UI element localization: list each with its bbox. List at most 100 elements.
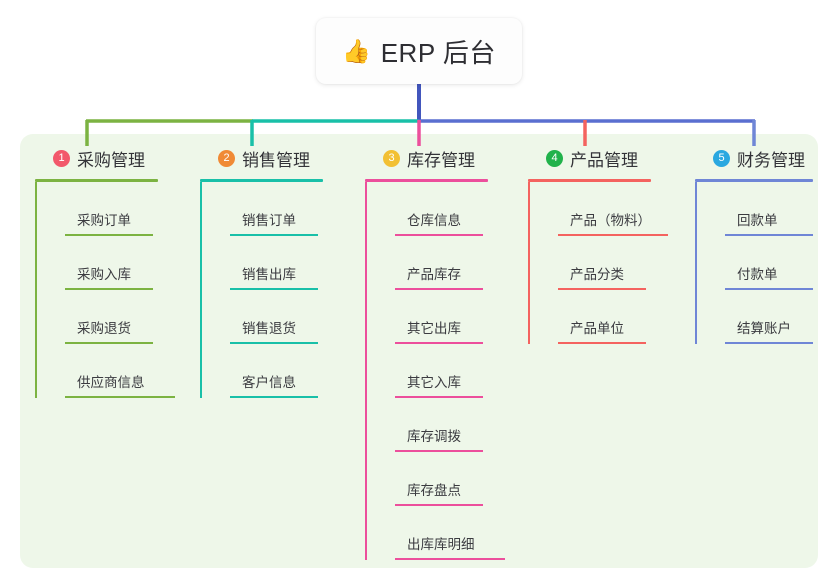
root-node-title: ERP 后台 — [380, 37, 496, 68]
leaf-item-underline — [395, 234, 483, 236]
category-header-5[interactable]: 5 财务管理 — [695, 146, 825, 170]
leaf-item[interactable]: 产品分类 — [558, 236, 678, 290]
leaf-item[interactable]: 采购退货 — [65, 290, 185, 344]
leaf-item[interactable]: 仓库信息 — [395, 182, 515, 236]
leaf-item[interactable]: 结算账户 — [725, 290, 825, 344]
leaf-item-label: 库存盘点 — [407, 483, 461, 498]
leaf-item-underline — [395, 342, 483, 344]
category-header-1[interactable]: 1 采购管理 — [35, 146, 185, 170]
category-title-2: 销售管理 — [242, 150, 310, 170]
leaf-item[interactable]: 出库库明细 — [395, 506, 515, 560]
category-title-1: 采购管理 — [77, 150, 145, 170]
leaf-item-underline — [65, 342, 153, 344]
leaf-item[interactable]: 销售订单 — [230, 182, 350, 236]
leaf-item-label: 其它出库 — [407, 321, 461, 336]
leaf-item-label: 采购订单 — [77, 213, 131, 228]
category-column-1: 1 采购管理采购订单采购入库采购退货供应商信息 — [35, 146, 185, 398]
leaf-item-underline — [395, 450, 483, 452]
category-underline-2 — [200, 179, 323, 182]
leaf-item-label: 销售退货 — [242, 321, 296, 336]
category-badge-5: 5 — [713, 149, 730, 167]
leaf-item[interactable]: 产品（物料） — [558, 182, 678, 236]
category-title-5: 财务管理 — [737, 150, 805, 170]
leaf-item-label: 付款单 — [737, 267, 778, 282]
root-node-card[interactable]: 👍 ERP 后台 — [316, 18, 522, 84]
category-header-3[interactable]: 3 库存管理 — [365, 146, 515, 170]
leaf-item-label: 出库库明细 — [407, 537, 475, 552]
leaf-item-label: 产品分类 — [570, 267, 624, 282]
category-header-4[interactable]: 4 产品管理 — [528, 146, 678, 170]
leaf-item[interactable]: 回款单 — [725, 182, 825, 236]
leaf-item[interactable]: 其它出库 — [395, 290, 515, 344]
leaf-item-label: 其它入库 — [407, 375, 461, 390]
leaf-item[interactable]: 采购入库 — [65, 236, 185, 290]
leaf-item-label: 仓库信息 — [407, 213, 461, 228]
leaf-item[interactable]: 供应商信息 — [65, 344, 185, 398]
leaf-item-underline — [230, 342, 318, 344]
leaf-item-label: 产品单位 — [570, 321, 624, 336]
category-title-3: 库存管理 — [407, 150, 475, 170]
leaf-item[interactable]: 其它入库 — [395, 344, 515, 398]
leaf-item-label: 产品（物料） — [570, 213, 651, 228]
leaf-item-underline — [725, 288, 813, 290]
leaf-item-label: 采购入库 — [77, 267, 131, 282]
leaf-item[interactable]: 销售退货 — [230, 290, 350, 344]
category-spine-1 — [35, 182, 37, 398]
category-spine-3 — [365, 182, 367, 560]
leaf-item[interactable]: 销售出库 — [230, 236, 350, 290]
leaf-item[interactable]: 产品单位 — [558, 290, 678, 344]
leaf-item-label: 采购退货 — [77, 321, 131, 336]
category-underline-5 — [695, 179, 813, 182]
category-column-5: 5 财务管理回款单付款单结算账户 — [695, 146, 825, 344]
leaf-item-label: 回款单 — [737, 213, 778, 228]
leaf-item[interactable]: 采购订单 — [65, 182, 185, 236]
thumbs-up-icon: 👍 — [342, 37, 371, 64]
category-column-3: 3 库存管理仓库信息产品库存其它出库其它入库库存调拨库存盘点出库库明细 — [365, 146, 515, 560]
category-underline-3 — [365, 179, 488, 182]
leaf-item[interactable]: 产品库存 — [395, 236, 515, 290]
leaf-item-label: 供应商信息 — [77, 375, 145, 390]
leaf-item-underline — [65, 234, 153, 236]
category-spine-4 — [528, 182, 530, 344]
leaf-item-underline — [395, 396, 483, 398]
leaf-item-underline — [65, 396, 175, 398]
leaf-item-label: 库存调拨 — [407, 429, 461, 444]
category-underline-1 — [35, 179, 158, 182]
category-column-4: 4 产品管理产品（物料） 产品分类产品单位 — [528, 146, 678, 344]
leaf-item-underline — [395, 288, 483, 290]
leaf-item-underline — [395, 504, 483, 506]
leaf-item[interactable]: 库存调拨 — [395, 398, 515, 452]
category-badge-1: 1 — [53, 149, 70, 167]
leaf-item-label: 客户信息 — [242, 375, 296, 390]
category-spine-5 — [695, 182, 697, 344]
category-items-3: 仓库信息产品库存其它出库其它入库库存调拨库存盘点出库库明细 — [365, 182, 515, 560]
leaf-item[interactable]: 库存盘点 — [395, 452, 515, 506]
leaf-item-underline — [725, 342, 813, 344]
leaf-item-underline — [230, 234, 318, 236]
leaf-item-label: 产品库存 — [407, 267, 461, 282]
category-title-4: 产品管理 — [570, 150, 638, 170]
leaf-item-underline — [230, 288, 318, 290]
category-items-4: 产品（物料） 产品分类产品单位 — [528, 182, 678, 344]
leaf-item-label: 结算账户 — [737, 321, 791, 336]
category-badge-3: 3 — [383, 149, 400, 167]
leaf-item[interactable]: 客户信息 — [230, 344, 350, 398]
leaf-item-underline — [230, 396, 318, 398]
category-spine-2 — [200, 182, 202, 398]
leaf-item-label: 销售出库 — [242, 267, 296, 282]
leaf-item-underline — [558, 288, 646, 290]
leaf-item-underline — [395, 558, 505, 560]
category-items-1: 采购订单采购入库采购退货供应商信息 — [35, 182, 185, 398]
category-column-2: 2 销售管理销售订单销售出库销售退货客户信息 — [200, 146, 350, 398]
leaf-item-underline — [725, 234, 813, 236]
leaf-item[interactable]: 付款单 — [725, 236, 825, 290]
category-items-5: 回款单付款单结算账户 — [695, 182, 825, 344]
category-items-2: 销售订单销售出库销售退货客户信息 — [200, 182, 350, 398]
category-badge-4: 4 — [546, 149, 563, 167]
leaf-item-underline — [65, 288, 153, 290]
category-badge-2: 2 — [218, 149, 235, 167]
diagram-panel-background — [20, 134, 818, 568]
category-header-2[interactable]: 2 销售管理 — [200, 146, 350, 170]
leaf-item-underline — [558, 234, 668, 236]
